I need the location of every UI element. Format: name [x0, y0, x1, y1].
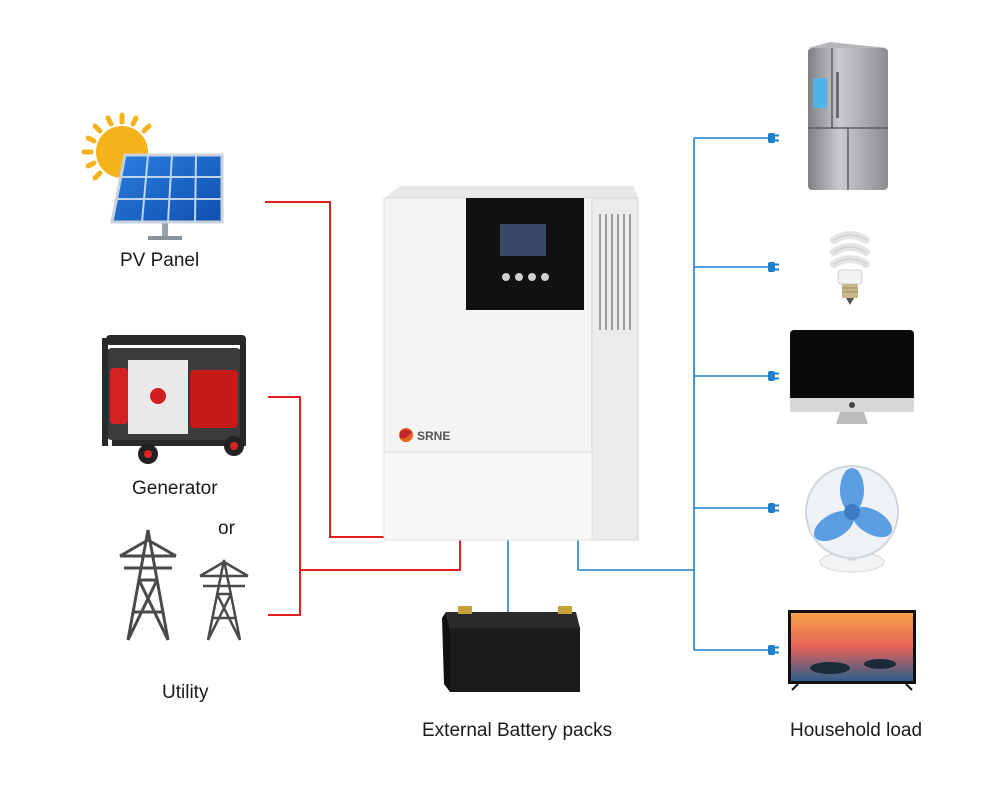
inverter-icon: SRNE	[383, 186, 639, 541]
tv-icon	[788, 610, 916, 691]
inverter-to-bus	[577, 540, 694, 571]
battery-label: External Battery packs	[422, 720, 613, 741]
battery-icon	[442, 606, 580, 692]
plug-icon	[768, 371, 779, 381]
power-tower-icon	[199, 559, 249, 641]
household-load-label: Household load	[790, 720, 923, 741]
inverter-brand: SRNE	[417, 429, 450, 443]
pv-panel-label: PV Panel	[120, 250, 200, 271]
or-label: or	[218, 518, 235, 539]
monitor-icon	[790, 330, 914, 424]
utility-label: Utility	[162, 682, 209, 703]
vent-slots	[599, 214, 631, 330]
light-bulb-icon	[830, 231, 870, 305]
solar-panel-icon	[110, 153, 224, 240]
power-tower-icon	[119, 529, 177, 641]
generator-label: Generator	[132, 478, 218, 499]
fan-icon	[805, 465, 899, 573]
generator-line	[268, 396, 301, 616]
plug-icon	[768, 503, 779, 513]
plug-icon	[768, 645, 779, 655]
plug-icons	[768, 133, 779, 655]
plug-icon	[768, 262, 779, 272]
load-lines	[507, 137, 768, 651]
inverter-display	[500, 224, 546, 256]
srne-logo-icon	[399, 428, 413, 442]
generator-icon	[102, 335, 246, 464]
fridge-icon	[808, 42, 888, 190]
plug-icon	[768, 133, 779, 143]
